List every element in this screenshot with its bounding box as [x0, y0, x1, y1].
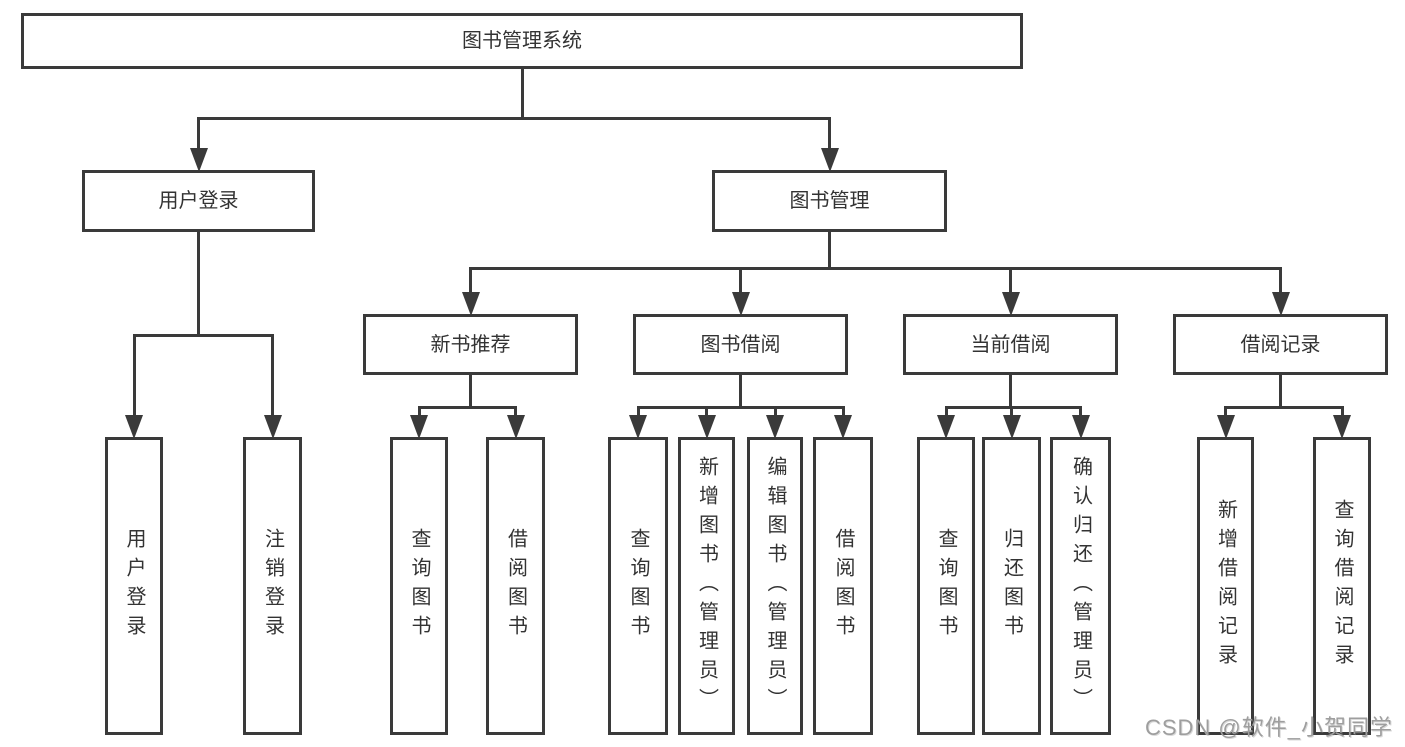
diagram-node: 图书管理系统 — [21, 13, 1023, 69]
connector-line — [944, 407, 948, 421]
arrow-down-icon — [937, 415, 955, 439]
arrow-down-icon — [1071, 415, 1090, 439]
diagram-node: 当前借阅 — [903, 314, 1118, 375]
connector-line — [1340, 407, 1344, 421]
arrow-down-icon — [263, 415, 282, 439]
diagram-node: 新书推荐 — [363, 314, 578, 375]
connector-line — [514, 407, 517, 421]
arrow-down-icon — [1333, 415, 1351, 439]
connector-line — [636, 405, 845, 409]
connector-line — [705, 407, 708, 421]
connector-line — [197, 116, 831, 120]
connector-line — [271, 335, 274, 421]
diagram-node: 用户登录 — [82, 170, 315, 232]
connector-line — [520, 68, 524, 120]
arrow-down-icon — [1001, 292, 1020, 316]
connector-line — [197, 118, 200, 154]
connector-line — [1009, 268, 1012, 298]
connector-line — [828, 231, 831, 270]
diagram-node: 新增图书（管理员） — [678, 437, 735, 735]
arrow-down-icon — [1002, 415, 1021, 439]
diagram-node: 归还图书 — [982, 437, 1041, 735]
connector-line — [417, 407, 421, 421]
arrow-down-icon — [629, 415, 647, 439]
diagram-node: 确认归还（管理员） — [1050, 437, 1111, 735]
diagram-node: 查询图书 — [390, 437, 448, 735]
connector-line — [132, 333, 274, 337]
connector-line — [417, 405, 517, 409]
connector-line — [636, 407, 640, 421]
connector-line — [1224, 405, 1344, 409]
connector-line — [828, 118, 831, 154]
connector-line — [469, 374, 472, 409]
diagram-node: 借阅图书 — [813, 437, 873, 735]
diagram-node: 用户登录 — [105, 437, 163, 735]
arrow-down-icon — [189, 148, 208, 172]
arrow-down-icon — [1216, 415, 1235, 439]
connector-line — [1079, 407, 1082, 421]
diagram-node: 新增借阅记录 — [1197, 437, 1254, 735]
diagram-node: 图书借阅 — [633, 314, 848, 375]
connector-line — [469, 268, 472, 298]
arrow-down-icon — [410, 415, 428, 439]
arrow-down-icon — [731, 292, 750, 316]
diagram-node: 查询借阅记录 — [1313, 437, 1371, 735]
connector-line — [469, 266, 1282, 270]
connector-line — [132, 335, 136, 421]
watermark: CSDN @软件_小贺同学 — [1144, 715, 1393, 740]
connector-line — [1010, 407, 1013, 421]
connector-line — [1279, 374, 1282, 409]
connector-line — [739, 374, 742, 409]
diagram-node: 注销登录 — [243, 437, 302, 735]
diagram-node: 图书管理 — [712, 170, 947, 232]
diagram-node: 查询图书 — [608, 437, 668, 735]
connector-line — [773, 407, 777, 421]
arrow-down-icon — [461, 292, 480, 316]
arrow-down-icon — [820, 148, 839, 172]
connector-line — [1224, 407, 1227, 421]
arrow-down-icon — [125, 415, 143, 439]
arrow-down-icon — [766, 415, 784, 439]
connector-line — [739, 268, 742, 298]
arrow-down-icon — [1271, 292, 1290, 316]
diagram-node: 查询图书 — [917, 437, 975, 735]
diagram-node: 编辑图书（管理员） — [747, 437, 803, 735]
arrow-down-icon — [834, 415, 852, 439]
arrow-down-icon — [697, 415, 716, 439]
diagram-node: 借阅记录 — [1173, 314, 1388, 375]
connector-line — [841, 407, 845, 421]
connector-line — [944, 405, 1082, 409]
connector-line — [1009, 374, 1012, 409]
connector-line — [197, 231, 200, 337]
diagram-node: 借阅图书 — [486, 437, 545, 735]
connector-line — [1279, 268, 1282, 298]
arrow-down-icon — [506, 415, 525, 439]
